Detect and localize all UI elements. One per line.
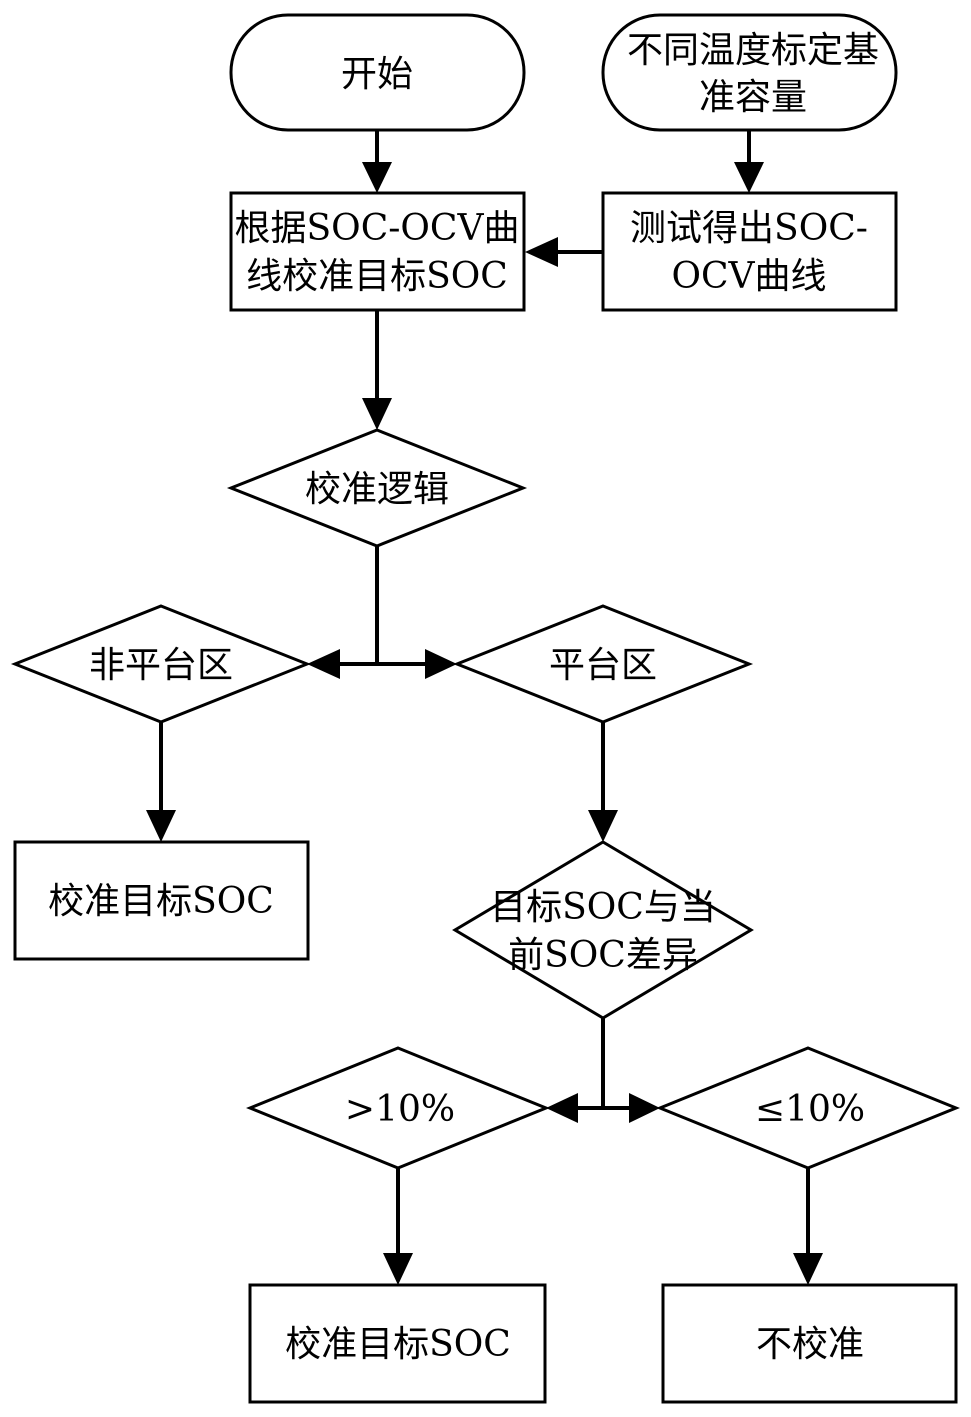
arrowhead-le10-to-box — [793, 1253, 823, 1285]
calibrate-capacity-label-2: 准容量 — [699, 77, 807, 118]
start-label: 开始 — [341, 54, 413, 95]
soc-difference-label-2: 前SOC差异 — [508, 935, 698, 976]
no-calibration-label: 不校准 — [756, 1324, 864, 1365]
arrowhead-curve-to-logic — [362, 398, 392, 430]
soc-difference-label-1: 目标SOC与当 — [490, 887, 716, 928]
calibration-logic-label: 校准逻辑 — [305, 469, 449, 510]
test-curve-label-1: 测试得出SOC- — [630, 208, 868, 249]
arrowhead-nonplateau-to-box — [146, 810, 176, 842]
le10-label: ≤10% — [755, 1089, 865, 1130]
arrowhead-plateau-to-diff — [588, 810, 618, 842]
soc-difference-decision — [455, 842, 751, 1018]
plateau-label: 平台区 — [549, 645, 657, 686]
calibrate-by-curve-label-2: 线校准目标SOC — [246, 256, 508, 297]
arrowhead-to-le10 — [629, 1093, 660, 1123]
calibrate-by-curve-label-1: 根据SOC-OCV曲 — [235, 208, 520, 249]
arrowhead-to-gt10 — [546, 1093, 578, 1123]
gt10-label: >10% — [345, 1089, 455, 1130]
arrowhead-to-plateau — [425, 649, 457, 679]
arrowhead-test-to-curve — [525, 237, 558, 267]
arrowhead-start-to-curve — [362, 162, 392, 193]
arrowhead-to-nonplateau — [307, 649, 340, 679]
calibrate-target-bottom-label: 校准目标SOC — [285, 1324, 511, 1365]
calibrate-target-left-label: 校准目标SOC — [48, 881, 274, 922]
test-curve-label-2: OCV曲线 — [671, 256, 826, 297]
non-plateau-label: 非平台区 — [89, 645, 233, 686]
arrowhead-capacity-to-test — [734, 162, 764, 193]
arrowhead-gt10-to-box — [383, 1253, 413, 1285]
calibrate-capacity-label-1: 不同温度标定基 — [627, 30, 879, 71]
